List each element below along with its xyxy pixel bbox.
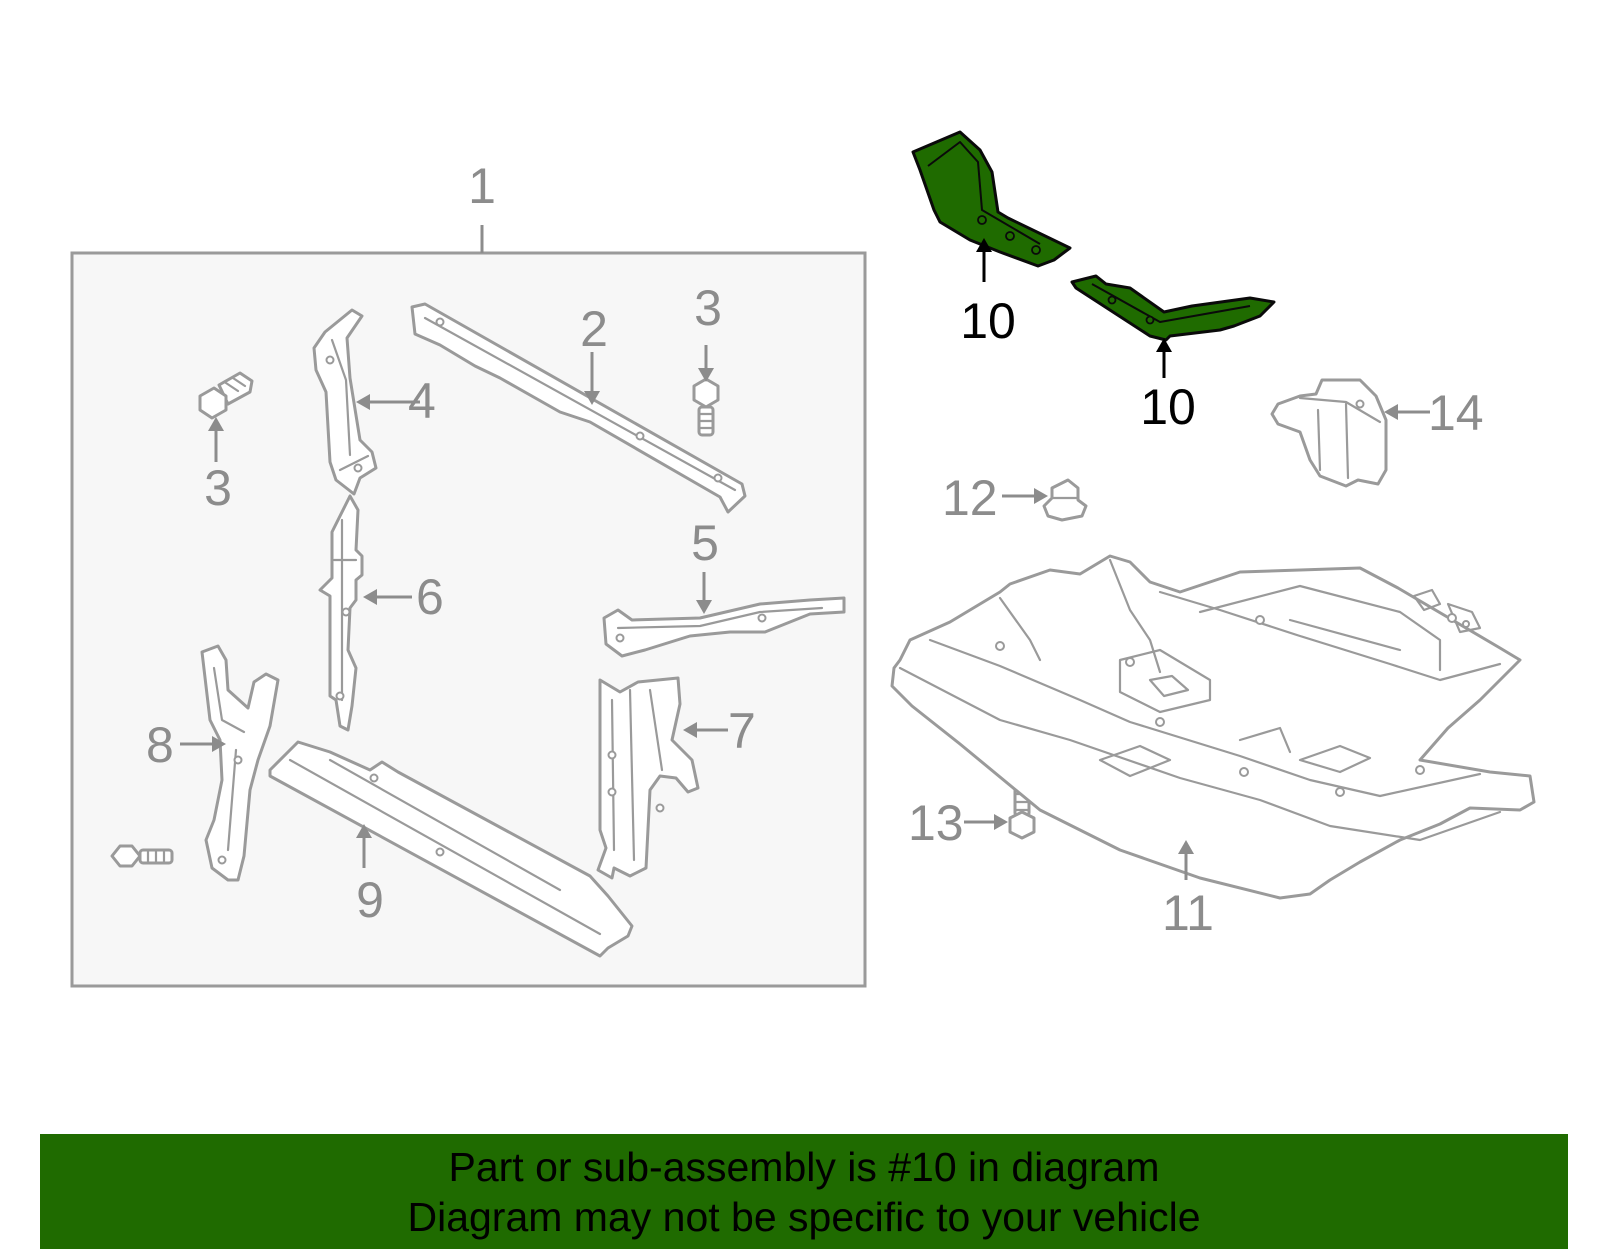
part-3-bolt-left: [198, 371, 254, 420]
part-9-lower-tie-bar: [268, 740, 634, 958]
callout-4: 4: [408, 373, 436, 429]
part-11-under-cover: [890, 554, 1536, 900]
info-banner: Part or sub-assembly is #10 in diagram D…: [40, 1134, 1568, 1249]
callout-7: 7: [728, 703, 756, 759]
callout-8: 8: [146, 717, 174, 773]
part-12-clip: [1042, 478, 1088, 522]
part-4-bracket: [312, 308, 378, 496]
part-10-lower-highlighted: [1070, 274, 1276, 342]
callout-12: 12: [942, 470, 998, 526]
callout-14: 14: [1428, 385, 1484, 441]
callout-3-right: 3: [694, 280, 722, 336]
part-8-side-support: [200, 644, 280, 882]
callout-6: 6: [416, 569, 444, 625]
part-14-bracket: [1270, 378, 1388, 488]
banner-line-2: Diagram may not be specific to your vehi…: [407, 1194, 1201, 1240]
part-6-side-support: [318, 494, 364, 732]
parts-diagram: 1 2 3 3 4 5: [70, 130, 1536, 988]
callout-10-lower[interactable]: 10: [1140, 379, 1196, 435]
part-5-reinforcement: [602, 596, 846, 658]
callout-9: 9: [356, 872, 384, 928]
callout-3-left: 3: [204, 460, 232, 516]
bolt-lower-left: [110, 844, 174, 868]
callout-13: 13: [908, 795, 964, 851]
callout-11: 11: [1162, 885, 1214, 941]
callout-1: 1: [468, 158, 496, 214]
callout-2: 2: [580, 301, 608, 357]
part-7-side-member: [596, 676, 700, 880]
banner-line-1: Part or sub-assembly is #10 in diagram: [448, 1144, 1160, 1190]
callout-10-upper[interactable]: 10: [960, 293, 1016, 349]
part-10-upper-highlighted: [911, 130, 1072, 268]
part-2-upper-tie-bar: [410, 302, 747, 514]
callout-5: 5: [691, 515, 719, 571]
